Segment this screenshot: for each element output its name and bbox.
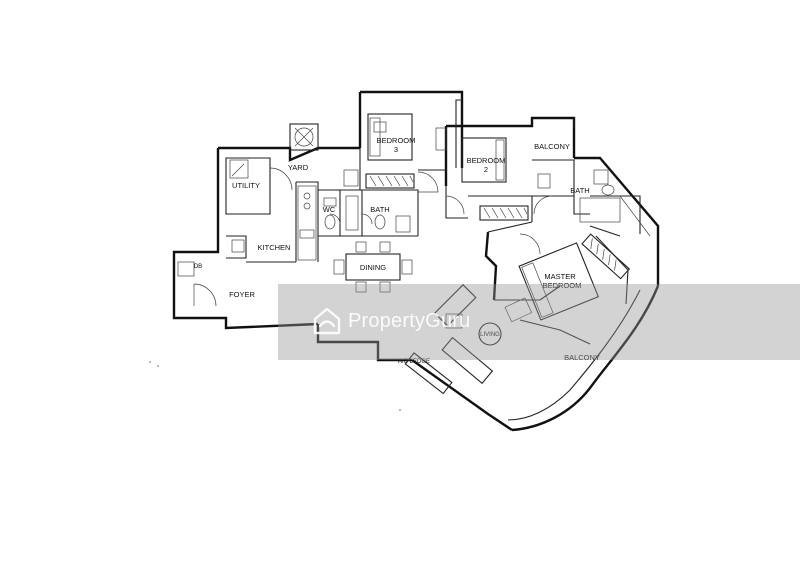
label-bedroom3-line1: BEDROOM [377, 136, 416, 145]
doors [193, 167, 553, 307]
label-foyer: FOYER [229, 290, 255, 299]
label-yard: YARD [288, 163, 309, 172]
label-master-line2: BEDROOM [543, 281, 582, 290]
propertyguru-logo-icon [313, 307, 341, 335]
label-bedroom2-line2: 2 [484, 165, 488, 174]
label-kitchen: KITCHEN [258, 243, 291, 252]
wardrobes [365, 173, 631, 280]
outer-walls [172, 90, 660, 432]
label-dining: DINING [360, 263, 386, 272]
furniture [177, 113, 651, 395]
inner-walls [225, 99, 641, 421]
watermark-band [278, 284, 800, 360]
label-db: DB [194, 264, 202, 270]
watermark: PropertyGuru [312, 306, 470, 336]
scan-specks [149, 361, 401, 411]
label-wc: WC [323, 205, 336, 214]
label-living: LIVING [480, 332, 500, 338]
label-balcony-top: BALCONY [534, 142, 570, 151]
label-bath-common: BATH [370, 205, 389, 214]
label-utility: UTILITY [232, 181, 260, 190]
watermark-brand: PropertyGuru [348, 309, 471, 332]
label-bedroom3-line2: 3 [394, 145, 398, 154]
label-bath-master: BATH [570, 186, 589, 195]
label-ac-ledge: A/C LEDGE [398, 359, 430, 365]
label-balcony-main: BALCONY [564, 353, 600, 362]
label-master-line1: MASTER [544, 272, 576, 281]
room-labels: YARD UTILITY KITCHEN DB FOYER WC BATH BE… [194, 136, 600, 365]
label-bedroom2-line1: BEDROOM [467, 156, 506, 165]
living-table [478, 322, 502, 346]
